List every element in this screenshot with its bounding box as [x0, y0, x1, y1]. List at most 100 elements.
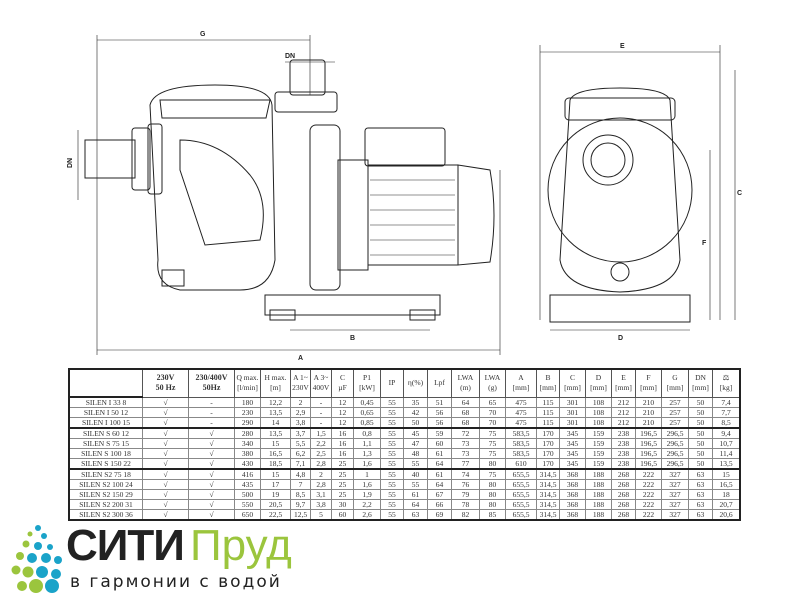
table-cell: 61	[427, 468, 452, 480]
citiprud-logo	[8, 522, 68, 598]
table-cell: 210	[635, 417, 662, 429]
table-cell: 655,5	[505, 479, 537, 490]
table-cell: 3,7	[290, 427, 311, 439]
table-cell: 0,65	[353, 407, 381, 418]
column-header: LWA(g)	[479, 368, 506, 398]
table-cell: √	[142, 438, 189, 449]
table-cell: 55	[380, 499, 404, 510]
table-cell: 650	[234, 509, 261, 521]
table-cell: 2,5	[310, 448, 332, 459]
model-name-cell: SILEN S2 100 24	[68, 479, 143, 490]
table-cell: 45	[403, 427, 428, 439]
table-cell: 296,5	[661, 427, 689, 439]
column-header: Lpf	[427, 368, 452, 398]
header-line-1: B	[545, 373, 551, 383]
table-cell: 64	[427, 458, 452, 470]
table-cell: 75	[479, 438, 506, 449]
table-cell: 5,5	[290, 438, 311, 449]
table-cell: 56	[427, 417, 452, 429]
header-line-2: (g)	[488, 383, 497, 393]
model-name-cell: SILEN I 50 12	[68, 407, 143, 418]
table-cell: 180	[234, 396, 261, 408]
table-cell: 222	[635, 468, 662, 480]
header-line-1: 230V	[156, 373, 175, 383]
header-line-2: [mm]	[615, 383, 632, 393]
header-line-2: [m]	[270, 383, 281, 393]
drop-dot	[11, 565, 21, 575]
table-cell: 314,5	[536, 509, 560, 521]
drop-dot	[47, 544, 53, 550]
logo-word-prud: Пруд	[190, 521, 292, 570]
table-cell: 115	[536, 417, 560, 429]
table-cell: 70	[479, 417, 506, 429]
table-cell: 22,5	[260, 509, 291, 521]
table-cell: -	[188, 396, 235, 408]
table-cell: √	[142, 479, 189, 490]
table-cell: 222	[635, 479, 662, 490]
table-cell: 20,6	[712, 509, 741, 521]
table-cell: 12,5	[290, 509, 311, 521]
table-cell: 55	[380, 509, 404, 521]
table-cell: 108	[585, 417, 612, 429]
table-cell: 368	[559, 489, 586, 500]
table-cell: 80	[479, 479, 506, 490]
drop-dot	[27, 553, 37, 563]
drop-dot	[41, 553, 51, 563]
dim-label-c: C	[737, 190, 742, 197]
table-cell: 268	[611, 499, 636, 510]
table-cell: 12	[331, 417, 354, 429]
table-cell: √	[142, 417, 189, 429]
table-cell: 74	[451, 468, 480, 480]
table-cell: 435	[234, 479, 261, 490]
table-cell: 115	[536, 407, 560, 418]
dim-label-e: E	[620, 43, 625, 50]
table-cell: 55	[380, 417, 404, 429]
table-cell: 1,3	[353, 448, 381, 459]
table-cell: 30	[331, 499, 354, 510]
table-cell: 73	[451, 448, 480, 459]
table-cell: √	[188, 427, 235, 439]
column-header: A 1~230V	[290, 368, 311, 398]
table-cell: 25	[331, 479, 354, 490]
table-cell: 12	[331, 396, 354, 408]
header-line-2: [mm]	[666, 383, 684, 393]
logo-tagline: в гармонии с водой	[70, 572, 282, 592]
table-cell: 1	[353, 468, 381, 480]
table-cell: 550	[234, 499, 261, 510]
drop-dot	[45, 579, 59, 593]
table-cell: 3,8	[290, 417, 311, 429]
table-cell: √	[142, 448, 189, 459]
table-cell: √	[188, 438, 235, 449]
table-cell: 50	[688, 427, 713, 439]
pump-front-view	[539, 45, 736, 331]
drop-dot	[22, 540, 30, 548]
column-header: C[mm]	[559, 368, 586, 398]
table-cell: 583,5	[505, 448, 537, 459]
table-cell: 212	[611, 407, 636, 418]
table-cell: 222	[635, 509, 662, 521]
header-line-2: [mm]	[590, 383, 607, 393]
table-cell: 63	[688, 489, 713, 500]
model-name-cell: SILEN S 150 22	[68, 458, 143, 470]
column-header: Q max.[l/min]	[234, 368, 261, 398]
table-cell: 2,6	[353, 509, 381, 521]
table-cell: -	[188, 407, 235, 418]
table-cell: 55	[380, 407, 404, 418]
header-line-2: [mm]	[640, 383, 657, 393]
table-cell: 20,7	[712, 499, 741, 510]
table-cell: 70	[479, 407, 506, 418]
table-cell: 50	[688, 448, 713, 459]
table-cell: 5	[310, 509, 332, 521]
table-cell: 212	[611, 417, 636, 429]
table-cell: 63	[688, 479, 713, 490]
table-cell: 327	[661, 499, 689, 510]
table-cell: 25	[331, 468, 354, 480]
table-cell: √	[142, 499, 189, 510]
drop-dot	[51, 569, 61, 579]
table-cell: 257	[661, 417, 689, 429]
